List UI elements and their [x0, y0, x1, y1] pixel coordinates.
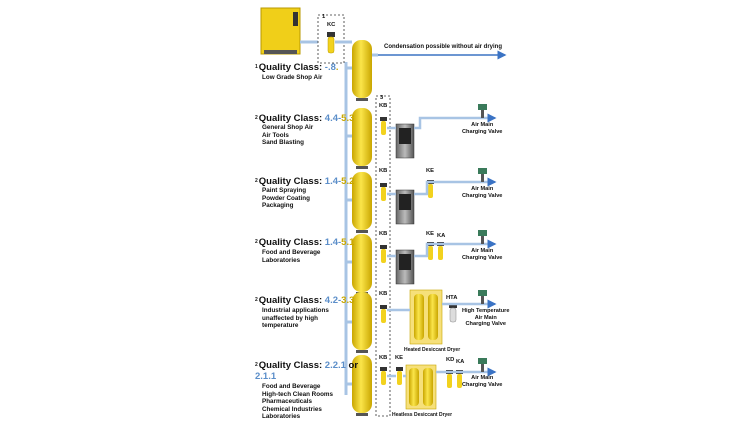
- kd-label: KD: [446, 357, 455, 363]
- quality-class-5-uses: Industrial applications unaffected by hi…: [262, 307, 329, 330]
- quality-class-1: 1Quality Class: -.8.: [255, 62, 339, 73]
- kc-filter-icon: [327, 32, 335, 54]
- tank-5-icon: [352, 292, 372, 353]
- kb-filter-row3-icon: [380, 183, 387, 201]
- kc-number: 1: [322, 14, 326, 20]
- tank-2-icon: [352, 108, 372, 169]
- quality-class-4: 2Quality Class: 1.4-5.1: [255, 237, 355, 248]
- heated-desiccant-dryer-icon: [409, 289, 443, 345]
- heatless-dryer-label: Heatless Desiccant Dryer: [392, 412, 453, 418]
- compressor-icon: [260, 7, 301, 55]
- charging-valve-row4-icon: [478, 230, 487, 244]
- charging-valve-row6-icon: [478, 358, 487, 372]
- high-temp-valve-label: High Temperature Air Main Charging Valve: [462, 308, 510, 328]
- quality-class-6: 2Quality Class: 2.2.1 or 2.1.1: [255, 360, 359, 382]
- condensation-note: Condensation possible without air drying: [384, 44, 503, 50]
- heated-dryer-label: Heated Desiccant Dryer: [404, 347, 461, 353]
- hta-filter-icon: [449, 304, 457, 323]
- hta-label: HTA: [446, 295, 458, 301]
- kb-label-row3: KB: [379, 168, 388, 174]
- ke-label-row3: KE: [426, 168, 435, 174]
- quality-class-4-uses: Food and Beverage Laboratories: [262, 249, 321, 264]
- ke-label-row4: KE: [426, 231, 435, 237]
- refrigeration-dryer-row4-icon: [395, 249, 415, 285]
- ka-label-row6: KA: [456, 359, 465, 365]
- kb-label-row5: KB: [379, 291, 388, 297]
- kb-filter-row4-icon: [380, 245, 387, 263]
- tank-1-icon: [352, 40, 372, 101]
- charging-valve-label-row6: Air Main Charging Valve: [462, 375, 503, 388]
- charging-valve-label-row3: Air Main Charging Valve: [462, 186, 503, 199]
- charging-valve-row3-icon: [478, 168, 487, 182]
- quality-class-3-uses: Paint Spraying Powder Coating Packaging: [262, 187, 310, 210]
- kb-label-row6: KB: [379, 355, 388, 361]
- kc-label: KC: [327, 22, 336, 28]
- ka-label-row4: KA: [437, 233, 446, 239]
- refrigeration-dryer-row2-icon: [395, 123, 415, 159]
- kb-label-row4: KB: [379, 231, 388, 237]
- quality-class-2-uses: General Shop Air Air Tools Sand Blasting: [262, 124, 314, 147]
- tank-4-icon: [352, 234, 372, 295]
- tank-6-icon: [352, 355, 372, 416]
- charging-valve-label-row4: Air Main Charging Valve: [462, 248, 503, 261]
- quality-class-1-uses: Low Grade Shop Air: [262, 74, 323, 81]
- kb-filter-row5-icon: [380, 305, 387, 323]
- ke-filter-row6-icon: [396, 367, 403, 385]
- quality-class-2: 2Quality Class: 4.4-5.3: [255, 113, 355, 124]
- kb-label-row2: KB: [379, 103, 388, 109]
- charging-valve-row2-icon: [478, 104, 487, 118]
- charging-valve-label-row2: Air Main Charging Valve: [462, 122, 503, 135]
- num-3-label: 3: [380, 95, 384, 101]
- charging-valve-row5-icon: [478, 290, 487, 304]
- refrigeration-dryer-row3-icon: [395, 189, 415, 225]
- quality-class-6-uses: Food and Beverage High-tech Clean Rooms …: [262, 383, 334, 421]
- heatless-desiccant-dryer-icon: [405, 364, 437, 410]
- kb-filter-row2-icon: [380, 117, 387, 135]
- quality-class-3: 2Quality Class: 1.4-5.2: [255, 176, 355, 187]
- quality-class-5: 2Quality Class: 4.2-3.3: [255, 295, 355, 306]
- kb-filter-row6-icon: [380, 367, 387, 385]
- tank-3-icon: [352, 172, 372, 233]
- ke-label-row6: KE: [395, 355, 404, 361]
